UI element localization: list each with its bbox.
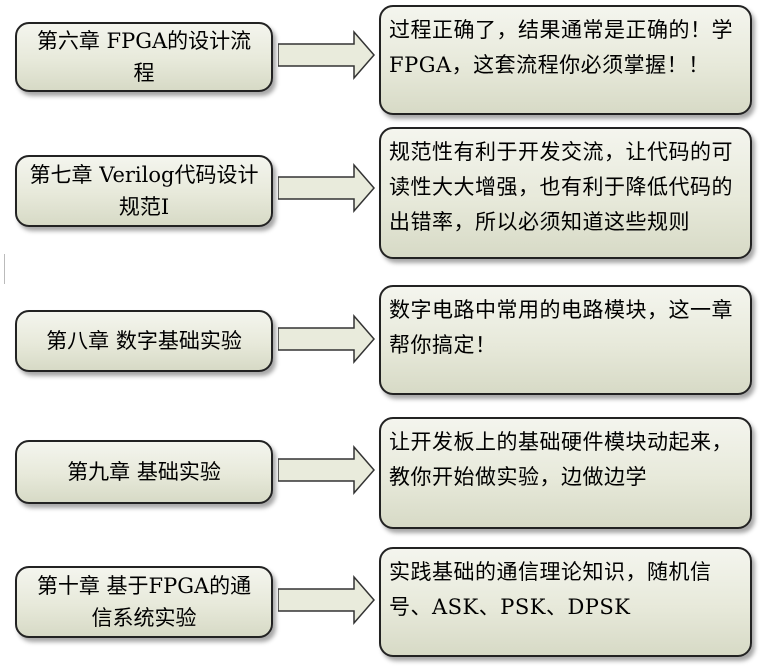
chapter-10-box: 第十章 基于FPGA的通信系统实验 — [15, 566, 273, 638]
chapter-8-description: 数字电路中常用的电路模块，这一章帮你搞定！ — [389, 298, 733, 357]
arrow-right-icon — [278, 30, 375, 80]
chapter-7-box: 第七章 Verilog代码设计规范I — [15, 155, 273, 227]
chapter-9-box: 第九章 基础实验 — [15, 440, 273, 504]
arrow-right-icon — [278, 163, 375, 213]
chapter-6-box: 第六章 FPGA的设计流程 — [15, 22, 273, 92]
chapter-6-description-box: 过程正确了，结果通常是正确的！学FPGA，这套流程你必须掌握！！ — [379, 5, 752, 115]
arrow-right-icon — [278, 575, 375, 625]
edge-mark — [0, 254, 5, 284]
chapter-8-label: 第八章 数字基础实验 — [46, 329, 242, 353]
chapter-10-label: 第十章 基于FPGA的通信系统实验 — [36, 574, 252, 630]
chapter-7-description-box: 规范性有利于开发交流，让代码的可读性大大增强，也有利于降低代码的出错率，所以必须… — [379, 127, 752, 259]
arrow-right-icon — [278, 445, 375, 495]
chapter-8-description-box: 数字电路中常用的电路模块，这一章帮你搞定！ — [379, 285, 752, 395]
chapter-6-description: 过程正确了，结果通常是正确的！学FPGA，这套流程你必须掌握！！ — [389, 18, 733, 77]
chapter-9-label: 第九章 基础实验 — [67, 460, 221, 484]
chapter-7-label: 第七章 Verilog代码设计规范I — [29, 163, 259, 219]
chapter-9-description: 让开发板上的基础硬件模块动起来，教你开始做实验，边做边学 — [389, 430, 733, 489]
chapter-6-label: 第六章 FPGA的设计流程 — [36, 29, 252, 85]
chapter-9-description-box: 让开发板上的基础硬件模块动起来，教你开始做实验，边做边学 — [379, 417, 752, 529]
chapter-10-description-box: 实践基础的通信理论知识，随机信号、ASK、PSK、DPSK — [379, 547, 752, 657]
arrow-right-icon — [278, 314, 375, 364]
chapter-10-description: 实践基础的通信理论知识，随机信号、ASK、PSK、DPSK — [389, 560, 712, 619]
chapter-7-description: 规范性有利于开发交流，让代码的可读性大大增强，也有利于降低代码的出错率，所以必须… — [389, 140, 733, 234]
chapter-8-box: 第八章 数字基础实验 — [15, 310, 273, 372]
